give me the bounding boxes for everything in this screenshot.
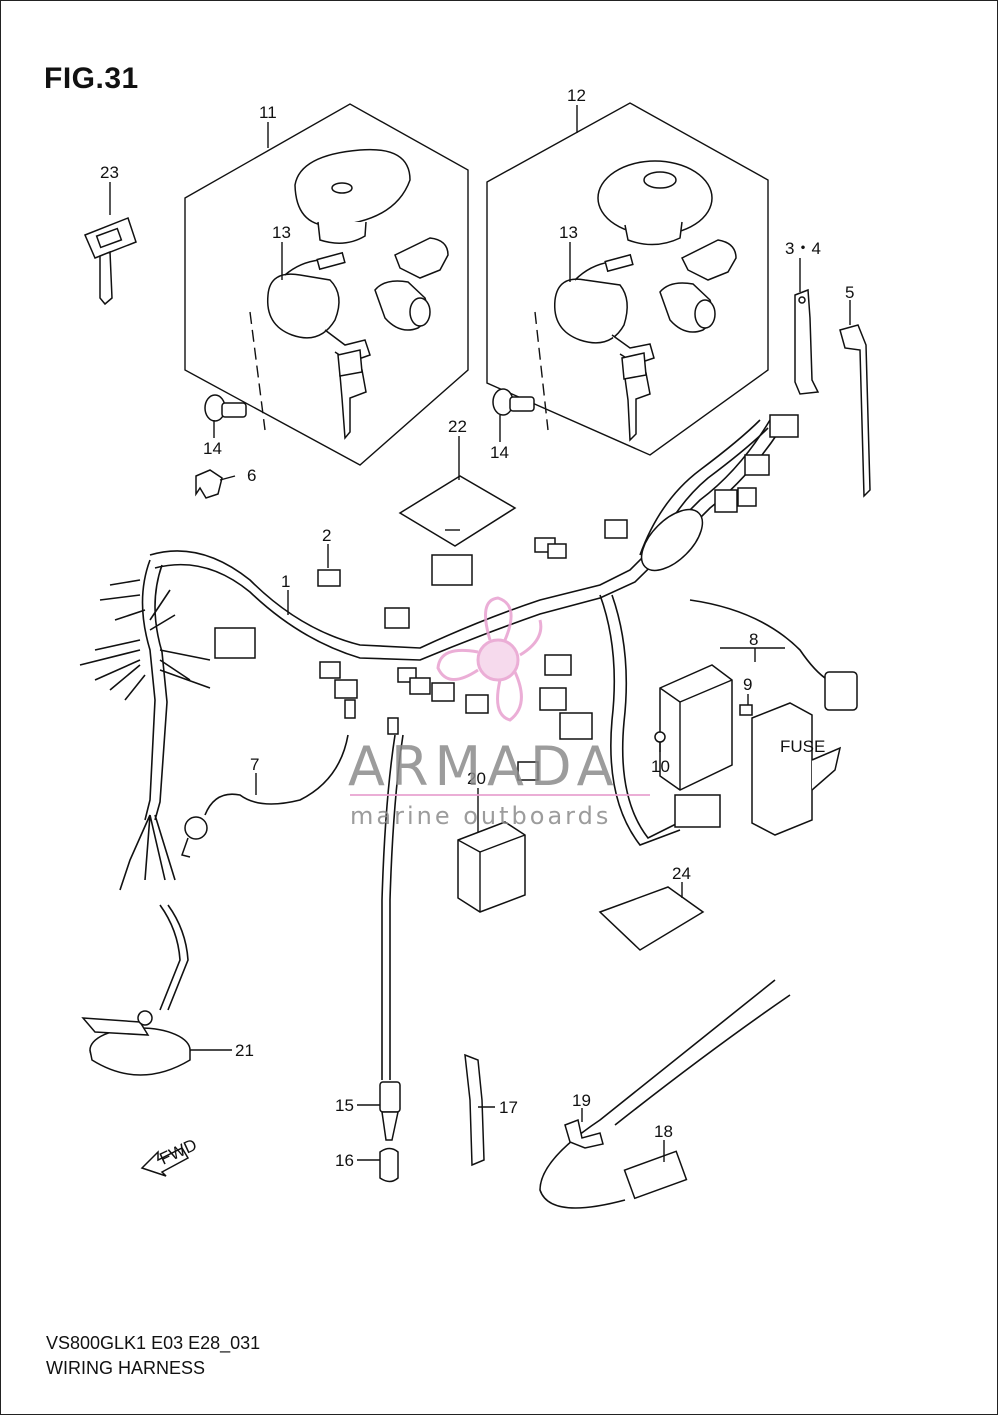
small-connector	[317, 569, 341, 587]
callout-5: 5	[845, 283, 854, 302]
horn	[81, 904, 191, 1076]
callout-18: 18	[654, 1122, 673, 1141]
callout-23: 23	[100, 163, 119, 182]
callout-6: 6	[247, 466, 256, 485]
callout-20: 20	[467, 769, 486, 788]
watermark-tagline: marine outboards	[350, 802, 611, 830]
ignition-switch-left	[266, 273, 340, 339]
fuse-cover-label: FUSE	[780, 737, 825, 756]
callout-15: 15	[335, 1096, 354, 1115]
fuse	[739, 704, 753, 716]
seat-lock-left	[394, 237, 449, 279]
clamp	[464, 1053, 485, 1167]
clip	[195, 469, 223, 499]
callout-12: 12	[567, 86, 586, 105]
seat-lock-right	[680, 239, 737, 281]
lock-set-box-left	[184, 103, 469, 466]
leader-lines	[109, 105, 851, 1162]
relay	[457, 821, 526, 913]
callout-13-right: 13	[559, 223, 578, 242]
callout-3-4: 3・4	[785, 239, 821, 258]
watermark-brand: ARMADA	[348, 735, 620, 798]
bolt-right	[492, 388, 535, 416]
callout-8: 8	[749, 630, 758, 649]
section-name: WIRING HARNESS	[46, 1358, 206, 1378]
callout-14-right: 14	[490, 443, 509, 462]
callout-10: 10	[651, 757, 670, 776]
lock-set-box-right	[486, 102, 769, 456]
neutral-switch-lead	[379, 734, 404, 1183]
key-left	[339, 369, 367, 440]
screw	[654, 731, 666, 743]
callout-7: 7	[250, 755, 259, 774]
fuse-box-cover	[751, 702, 813, 836]
pad	[598, 886, 705, 951]
key-blank	[84, 217, 137, 306]
watermark-logo-icon	[436, 596, 543, 722]
bolt-left	[204, 394, 247, 422]
main-wiring-harness	[79, 414, 799, 891]
callout-2: 2	[322, 526, 331, 545]
callout-14-left: 14	[203, 439, 222, 458]
watermark: ARMADA marine outboards	[348, 596, 650, 830]
callout-17: 17	[499, 1098, 518, 1117]
sheet	[398, 475, 517, 547]
cable-tie	[839, 324, 871, 498]
fuse-holder	[674, 794, 721, 828]
model-code: VS800GLK1 E03 E28_031	[46, 1333, 261, 1353]
ground-wire	[181, 734, 349, 858]
bracket	[794, 288, 820, 395]
ignition-switch-right	[553, 278, 628, 344]
callout-labels: 11 12 23 13 13 3・4 5 22 14 14 6 2 1 8 9 …	[100, 86, 854, 1170]
callout-9: 9	[743, 675, 752, 694]
key-right	[624, 372, 651, 442]
figure-title: FIG.31	[44, 62, 139, 95]
callout-21: 21	[235, 1041, 254, 1060]
callout-22: 22	[448, 417, 467, 436]
callout-16: 16	[335, 1151, 354, 1170]
callout-11: 11	[259, 103, 277, 122]
fuse-box-assembly: FUSE	[654, 599, 858, 836]
fwd-direction-arrow: FWD	[140, 1135, 200, 1177]
sensor-lead	[539, 979, 791, 1209]
callout-24: 24	[672, 864, 691, 883]
callout-1: 1	[281, 572, 290, 591]
callout-13-left: 13	[272, 223, 291, 242]
callout-19: 19	[572, 1091, 591, 1110]
